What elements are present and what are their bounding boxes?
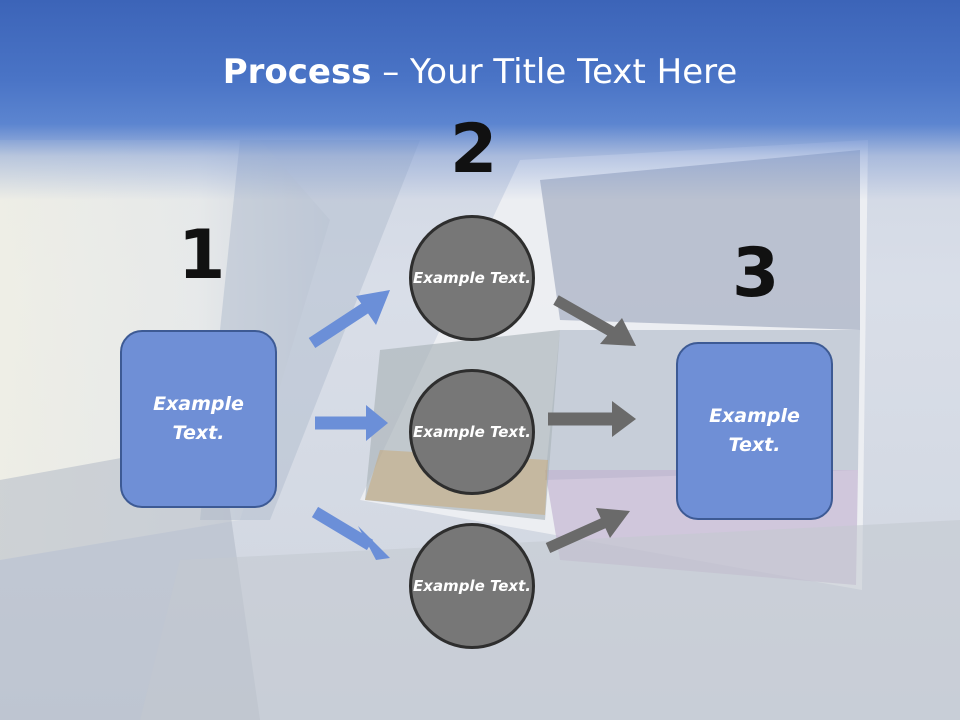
step-1-box: Example Text. bbox=[120, 330, 277, 508]
step-3-box: Example Text. bbox=[676, 342, 833, 520]
step-number-2: 2 bbox=[450, 110, 498, 189]
step-number-1: 1 bbox=[178, 216, 226, 295]
title-bold: Process bbox=[222, 52, 372, 92]
step-number-3: 3 bbox=[732, 234, 780, 313]
header-band bbox=[0, 0, 960, 200]
step-2-circle-bottom: Example Text. bbox=[409, 523, 535, 649]
step-2-circle-middle: Example Text. bbox=[409, 369, 535, 495]
title-rest: – Your Title Text Here bbox=[371, 52, 738, 92]
step-2-circle-top: Example Text. bbox=[409, 215, 535, 341]
slide-title: Process – Your Title Text Here bbox=[0, 52, 960, 92]
